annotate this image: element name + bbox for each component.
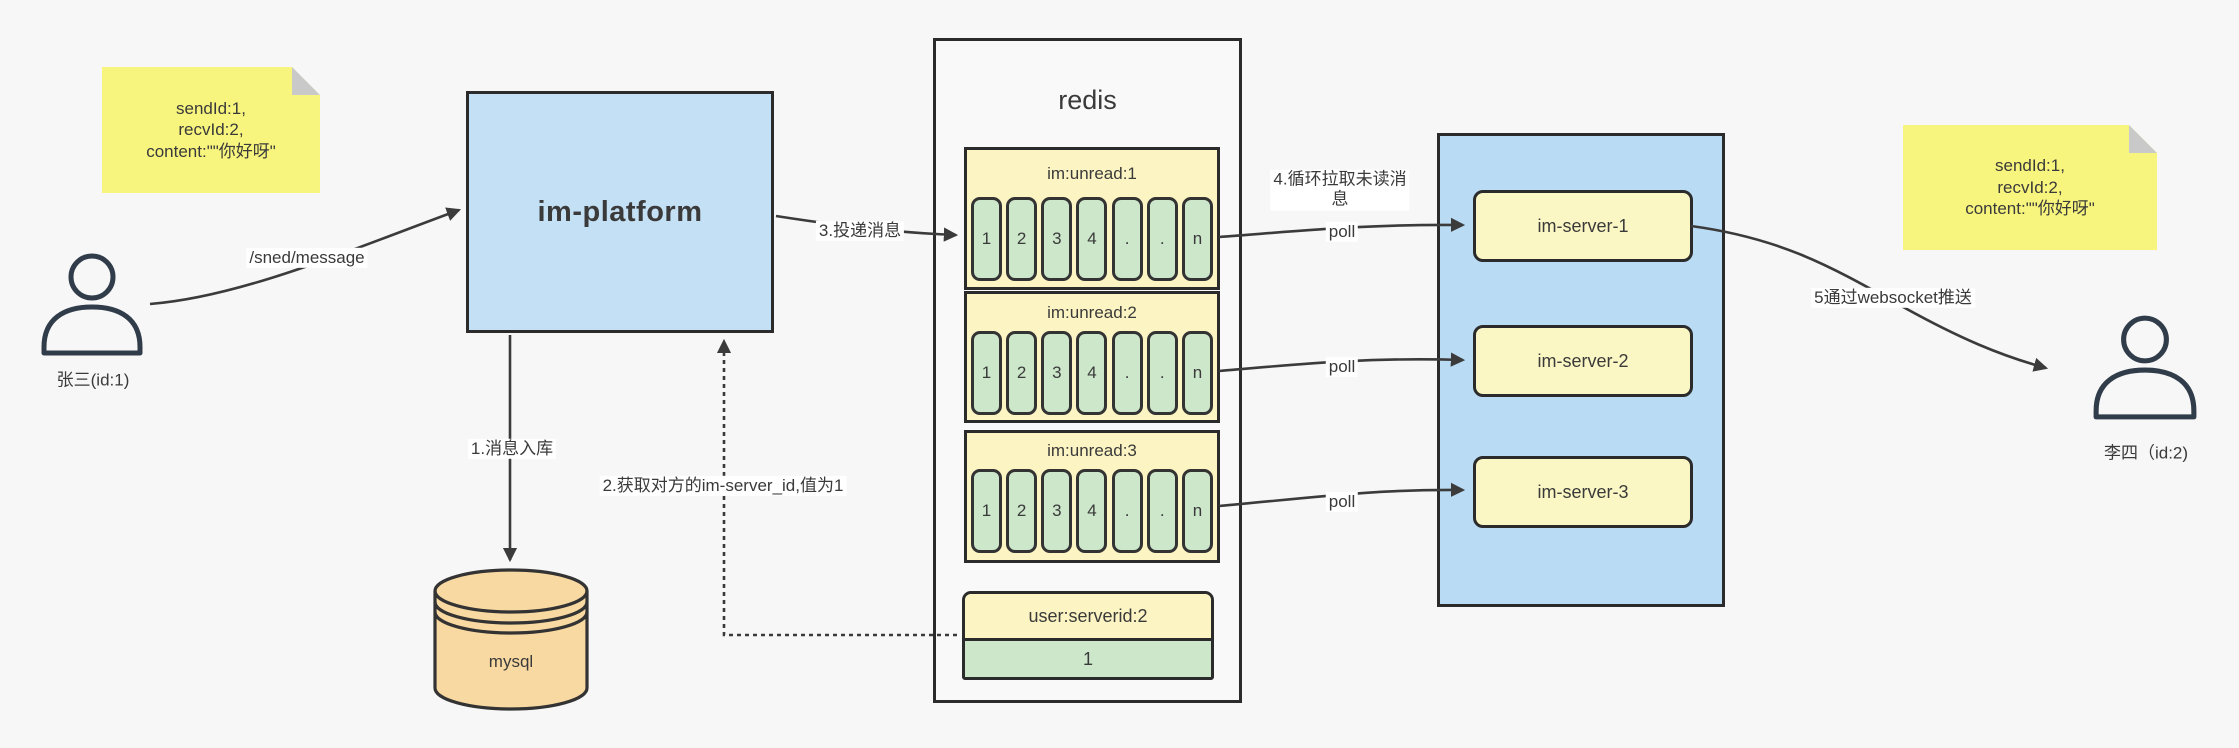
actor-label-receiver: 李四（id:2) (2103, 443, 2189, 463)
queue-cell: 1 (971, 331, 1002, 415)
user-serverid-header: user:serverid:2 (965, 594, 1211, 641)
note-line: content:""你好呀" (146, 141, 276, 161)
edge-label-poll-3: poll (1325, 491, 1359, 513)
edge-label-step1: 1.消息入库 (467, 438, 557, 460)
queue-header: im:unread:2 (1047, 302, 1137, 322)
edge-label-step3: 3.投递消息 (815, 220, 905, 242)
im-server-label: im-server-2 (1537, 350, 1629, 371)
queue-cell: . (1146, 469, 1178, 553)
im-server-1-node: im-server-1 (1473, 190, 1693, 262)
redis-container: redis im:unread:1 1 2 3 4 . . n im:unrea… (933, 38, 1242, 703)
queue-cell: 2 (1006, 197, 1038, 281)
user-icon (41, 253, 143, 356)
actor-label-sender: 张三(id:1) (56, 370, 130, 390)
edge-label-step4-line2: 息 (1331, 190, 1349, 209)
user-icon (2093, 315, 2197, 420)
mysql-label: mysql (488, 652, 534, 671)
queue-im-unread-3: im:unread:3 1 2 3 4 . . n (964, 430, 1220, 563)
edge-step2-serverid-lookup (716, 338, 957, 637)
edge-label-send: /sned/message (246, 247, 368, 269)
im-server-label: im-server-1 (1537, 215, 1629, 236)
im-server-2-node: im-server-2 (1473, 325, 1693, 397)
queue-cell: 4 (1076, 197, 1108, 281)
note-line: recvId:2, (1997, 177, 2063, 197)
queue-cells: 1 2 3 4 . . n (967, 469, 1217, 553)
edge-label-step4-line1: 4.循环拉取未读消 (1273, 169, 1407, 189)
note-line: recvId:2, (178, 120, 244, 140)
queue-im-unread-1: im:unread:1 1 2 3 4 . . n (964, 147, 1220, 290)
queue-cell: 4 (1076, 331, 1108, 415)
edge-label-step4: 4.循环拉取未读消 息 (1270, 169, 1410, 211)
queue-im-unread-2: im:unread:2 1 2 3 4 . . n (964, 291, 1220, 423)
queue-cell: 2 (1006, 469, 1038, 553)
queue-cell: 1 (971, 469, 1002, 553)
mysql-cylinder-icon (433, 568, 589, 711)
queue-cell: n (1181, 469, 1213, 553)
im-platform-label: im-platform (537, 195, 703, 228)
note-line: sendId:1, (1995, 156, 2065, 176)
note-line: sendId:1, (176, 98, 246, 118)
queue-cell: 4 (1076, 469, 1108, 553)
edge-label-step2: 2.获取对方的im-server_id,值为1 (599, 475, 847, 497)
im-server-label: im-server-3 (1537, 481, 1629, 502)
queue-cell: 2 (1006, 331, 1038, 415)
edge-label-poll-1: poll (1325, 221, 1359, 243)
queue-cell: 1 (971, 197, 1002, 281)
queue-cell: . (1146, 197, 1178, 281)
edge-label-poll-2: poll (1325, 356, 1359, 378)
queue-header: im:unread:3 (1047, 441, 1137, 460)
queue-cell: 3 (1041, 469, 1073, 553)
im-server-3-node: im-server-3 (1473, 456, 1693, 528)
queue-cell: 3 (1041, 197, 1073, 281)
edge-send-message (149, 207, 462, 306)
note-fold-icon (2129, 125, 2157, 153)
note-line: content:""你好呀" (1965, 199, 2095, 219)
queue-cells: 1 2 3 4 . . n (967, 331, 1217, 415)
queue-cells: 1 2 3 4 . . n (967, 197, 1217, 281)
queue-cell: . (1146, 331, 1178, 415)
queue-cell: 3 (1041, 331, 1073, 415)
queue-cell: . (1111, 469, 1143, 553)
im-platform-node: im-platform (466, 91, 774, 333)
im-server-group: im-server-1 im-server-2 im-server-3 (1437, 133, 1725, 607)
user-serverid-value: 1 (1082, 648, 1093, 669)
queue-cell: . (1111, 197, 1143, 281)
queue-cell: n (1181, 197, 1213, 281)
user-serverid-box: user:serverid:2 1 (962, 591, 1214, 680)
note-fold-icon (292, 67, 320, 95)
queue-cell: . (1111, 331, 1143, 415)
queue-header: im:unread:1 (1047, 163, 1137, 183)
sticky-note-left: sendId:1, recvId:2, content:""你好呀" (102, 67, 320, 193)
sticky-note-right: sendId:1, recvId:2, content:""你好呀" (1903, 125, 2157, 250)
redis-title: redis (1058, 85, 1117, 115)
edge-label-step5: 5通过websocket推送 (1811, 287, 1975, 309)
queue-cell: n (1181, 331, 1213, 415)
